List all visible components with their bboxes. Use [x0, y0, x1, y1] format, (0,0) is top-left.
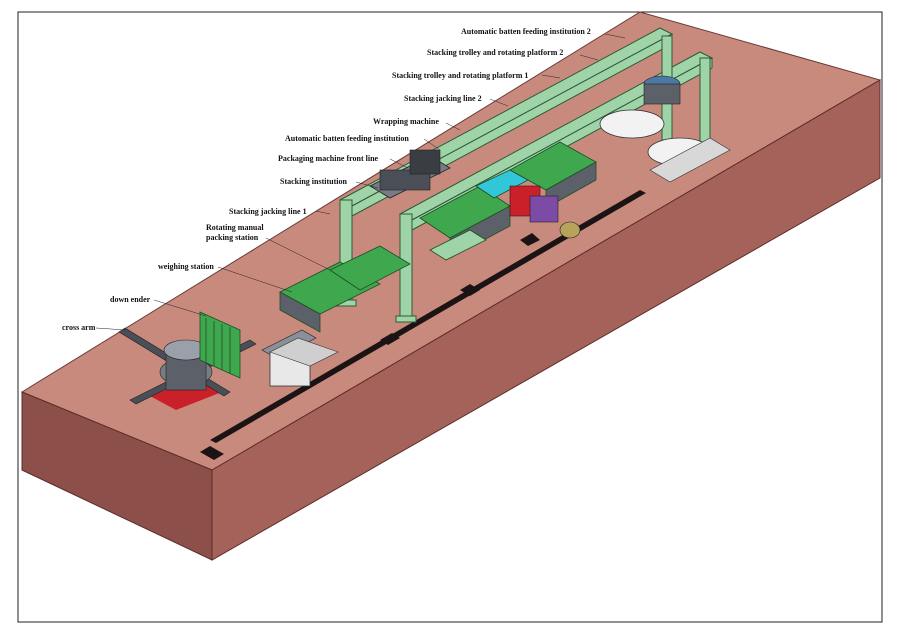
- floor-side: [211, 79, 881, 561]
- leader-lines: [95, 33, 626, 331]
- label-stacking-trolley-2: Stacking trolley and rotating platform 2: [427, 48, 563, 57]
- rotating-platforms: [599, 75, 731, 183]
- down-ender-machine: [118, 311, 257, 410]
- label-automatic-batten-feeding: Automatic batten feeding institution: [285, 134, 409, 143]
- frame-border: [17, 11, 883, 623]
- label-packing-station: packing station: [206, 233, 259, 242]
- callout-labels: Automatic batten feeding institution 2 S…: [62, 27, 591, 332]
- weighing-station: [261, 329, 339, 387]
- label-stacking-jacking-line-1: Stacking jacking line 1: [229, 207, 307, 216]
- gantry-leg-4: [699, 57, 711, 149]
- label-stacking-institution: Stacking institution: [280, 177, 347, 186]
- label-automatic-batten-feeding-2: Automatic batten feeding institution 2: [461, 27, 591, 36]
- label-stacking-jacking-line-2: Stacking jacking line 2: [404, 94, 482, 103]
- label-down-ender: down ender: [110, 295, 151, 304]
- label-cross-arm: cross arm: [62, 323, 96, 332]
- label-rotating-manual: Rotating manual: [206, 223, 264, 232]
- label-packaging-front-line: Packaging machine front line: [278, 154, 379, 163]
- label-weighing-station: weighing station: [158, 262, 214, 271]
- floor-grooves: [200, 190, 646, 460]
- rotating-platform-1: [599, 109, 665, 139]
- label-stacking-trolley-1: Stacking trolley and rotating platform 1: [392, 71, 528, 80]
- stacking-machinery: [369, 149, 581, 239]
- packing-conveyors: [279, 141, 597, 333]
- conveyor-jacking-line-1: [329, 245, 411, 291]
- label-wrapping-machine: Wrapping machine: [373, 117, 439, 126]
